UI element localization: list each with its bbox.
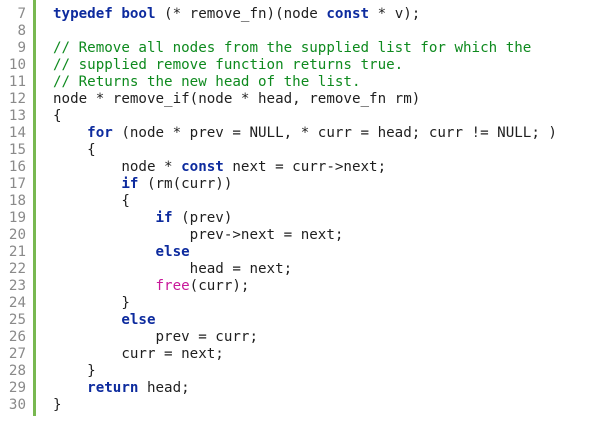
code-token: * v); xyxy=(369,6,421,22)
code-token: (node * prev = NULL, * curr = head; curr… xyxy=(112,125,557,141)
keyword-token: bool xyxy=(121,6,156,22)
code-token xyxy=(53,176,121,192)
code-token: (* remove_fn)(node xyxy=(155,6,327,22)
code-line: } xyxy=(53,363,603,380)
code-line: head = next; xyxy=(53,261,603,278)
code-line: else xyxy=(53,244,603,261)
code-line: typedef bool (* remove_fn)(node const * … xyxy=(53,6,603,23)
line-number: 12 xyxy=(8,91,26,107)
line-number: 21 xyxy=(8,244,26,260)
code-token: prev->next = next; xyxy=(53,227,344,243)
code-token xyxy=(53,312,121,328)
keyword-token: return xyxy=(87,380,139,396)
keyword-token: else xyxy=(121,312,156,328)
line-number: 9 xyxy=(17,40,26,56)
code-token: } xyxy=(53,295,130,311)
code-line: { xyxy=(53,193,603,210)
line-number: 16 xyxy=(8,159,26,175)
keyword-token: const xyxy=(326,6,370,22)
line-number: 17 xyxy=(8,176,26,192)
code-token: } xyxy=(53,397,62,413)
code-line xyxy=(53,23,603,40)
line-number: 15 xyxy=(8,142,26,158)
code-line: curr = next; xyxy=(53,346,603,363)
comment-token: // Returns the new head of the list. xyxy=(53,74,361,90)
code-token xyxy=(53,210,156,226)
code-line: else xyxy=(53,312,603,329)
line-number: 26 xyxy=(8,329,26,345)
code-token xyxy=(53,380,87,396)
gutter-change-bar xyxy=(33,0,36,416)
code-line: free(curr); xyxy=(53,278,603,295)
code-token: node * remove_if(node * head, remove_fn … xyxy=(53,91,421,107)
code-token: { xyxy=(53,142,96,158)
line-number: 20 xyxy=(8,227,26,243)
code-line: for (node * prev = NULL, * curr = head; … xyxy=(53,125,603,142)
line-number: 10 xyxy=(8,57,26,73)
code-token: { xyxy=(53,193,130,209)
keyword-token: else xyxy=(155,244,190,260)
code-token xyxy=(53,278,156,294)
code-token: curr = next; xyxy=(53,346,224,362)
comment-token: // Remove all nodes from the supplied li… xyxy=(53,40,532,56)
line-number: 8 xyxy=(17,23,26,39)
code-line: // Remove all nodes from the supplied li… xyxy=(53,40,603,57)
builtin-function-token: free xyxy=(155,278,190,294)
keyword-token: const xyxy=(181,159,224,175)
line-number: 28 xyxy=(8,363,26,379)
code-line: prev->next = next; xyxy=(53,227,603,244)
keyword-token: if xyxy=(121,176,139,192)
code-line: if (prev) xyxy=(53,210,603,227)
line-number: 25 xyxy=(8,312,26,328)
code-line: } xyxy=(53,295,603,312)
code-token: (rm(curr)) xyxy=(138,176,233,192)
code-area[interactable]: typedef bool (* remove_fn)(node const * … xyxy=(53,6,603,414)
line-number: 23 xyxy=(8,278,26,294)
line-number: 7 xyxy=(17,6,26,22)
line-number: 19 xyxy=(8,210,26,226)
code-line: node * remove_if(node * head, remove_fn … xyxy=(53,91,603,108)
code-token: (curr); xyxy=(189,278,250,294)
keyword-token: for xyxy=(87,125,113,141)
line-number: 27 xyxy=(8,346,26,362)
keyword-token: typedef xyxy=(53,6,113,22)
code-line: if (rm(curr)) xyxy=(53,176,603,193)
line-number: 29 xyxy=(8,380,26,396)
code-line: } xyxy=(53,397,603,414)
keyword-token: if xyxy=(155,210,173,226)
code-line: prev = curr; xyxy=(53,329,603,346)
code-token xyxy=(53,125,87,141)
code-token: head; xyxy=(138,380,190,396)
line-number: 30 xyxy=(8,397,26,413)
line-number: 14 xyxy=(8,125,26,141)
code-token xyxy=(53,244,156,260)
line-number: 24 xyxy=(8,295,26,311)
code-line: { xyxy=(53,142,603,159)
code-token: } xyxy=(53,363,96,379)
code-line: // Returns the new head of the list. xyxy=(53,74,603,91)
code-token: node * xyxy=(53,159,182,175)
comment-token: // supplied remove function returns true… xyxy=(53,57,404,73)
code-line: { xyxy=(53,108,603,125)
code-token: { xyxy=(53,108,62,124)
code-token: head = next; xyxy=(53,261,293,277)
code-token: next = curr->next; xyxy=(223,159,387,175)
line-number: 11 xyxy=(8,74,26,90)
code-line: node * const next = curr->next; xyxy=(53,159,603,176)
code-line: return head; xyxy=(53,380,603,397)
line-number: 22 xyxy=(8,261,26,277)
code-line: // supplied remove function returns true… xyxy=(53,57,603,74)
line-number: 13 xyxy=(8,108,26,124)
code-token: (prev) xyxy=(172,210,233,226)
line-number: 18 xyxy=(8,193,26,209)
code-token: prev = curr; xyxy=(53,329,258,345)
